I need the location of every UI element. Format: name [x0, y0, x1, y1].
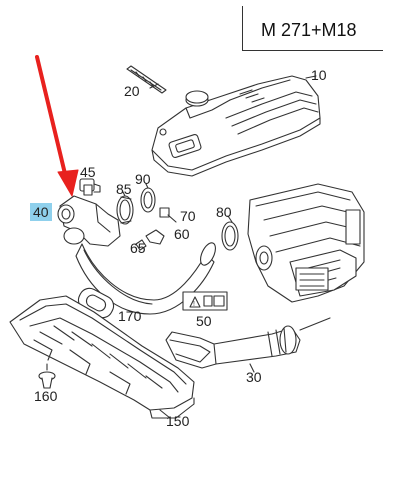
part-40-intake-elbow: [57, 195, 121, 247]
callout-45: 45: [80, 164, 96, 180]
callout-90: 90: [135, 171, 151, 187]
part-70-bolt: [159, 207, 177, 223]
part-30-inlet-pipe: [165, 325, 301, 369]
callout-80: 80: [216, 204, 232, 220]
part-45-connector: [79, 178, 101, 196]
part-65-clip: [135, 239, 147, 251]
callout-20: 20: [124, 83, 140, 99]
callout-85: 85: [116, 181, 132, 197]
part-90-ring: [140, 187, 156, 213]
part-85-clamp: [116, 195, 134, 225]
callout-10: 10: [311, 67, 327, 83]
part-150-tray: [9, 295, 195, 419]
red-pointer-arrow: [35, 55, 79, 197]
callout-30: 30: [246, 369, 262, 385]
callout-50: 50: [196, 313, 212, 329]
part-80-ring-seal: [221, 221, 239, 251]
engine-code-label: M 271+M18: [261, 20, 357, 40]
callout-40: 40: [30, 203, 52, 221]
callout-65: 65: [130, 240, 146, 256]
part-10-engine-cover: [151, 75, 321, 177]
callout-70: 70: [180, 208, 196, 224]
part-50-warning-label: !: [182, 291, 228, 311]
part-160-push-pin: [38, 363, 56, 389]
callout-150: 150: [166, 413, 190, 429]
callout-60: 60: [174, 226, 190, 242]
part-20-strip: [126, 65, 167, 94]
part-60-clip: [145, 229, 165, 245]
engine-code-box: M 271+M18: [242, 6, 383, 51]
svg-text:!: !: [193, 301, 195, 308]
air-filter-housing: [247, 183, 365, 303]
callout-170: 170: [118, 308, 142, 324]
callout-160: 160: [34, 388, 58, 404]
